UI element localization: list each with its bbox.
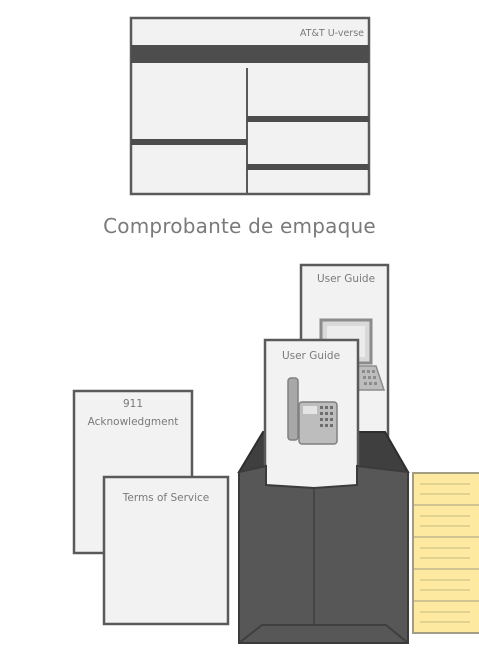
packing-slip-brand: AT&T U-verse <box>300 28 364 39</box>
phone-user-guide: User Guide <box>263 338 360 497</box>
phone-user-guide-label: User Guide <box>282 350 340 362</box>
acknowledgment-line-1: 911 <box>123 398 143 410</box>
internet-user-guide-label: User Guide <box>317 273 375 285</box>
packing-slip-header-bar <box>131 45 369 63</box>
acknowledgment-line-2: Acknowledgment <box>88 416 179 428</box>
packing-slip-left-bar <box>131 139 247 145</box>
terms-of-service-document: Terms of Service <box>102 475 230 626</box>
packing-slip-right-bar-2 <box>247 164 369 170</box>
packing-slip: AT&T U-verse <box>129 16 371 196</box>
envelope <box>238 464 409 644</box>
receipt-document <box>412 472 479 634</box>
telephone-icon <box>287 377 338 445</box>
packing-slip-caption: Comprobante de empaque <box>103 214 376 238</box>
terms-of-service-label: Terms of Service <box>122 492 210 504</box>
packing-slip-right-bar-1 <box>247 116 369 122</box>
